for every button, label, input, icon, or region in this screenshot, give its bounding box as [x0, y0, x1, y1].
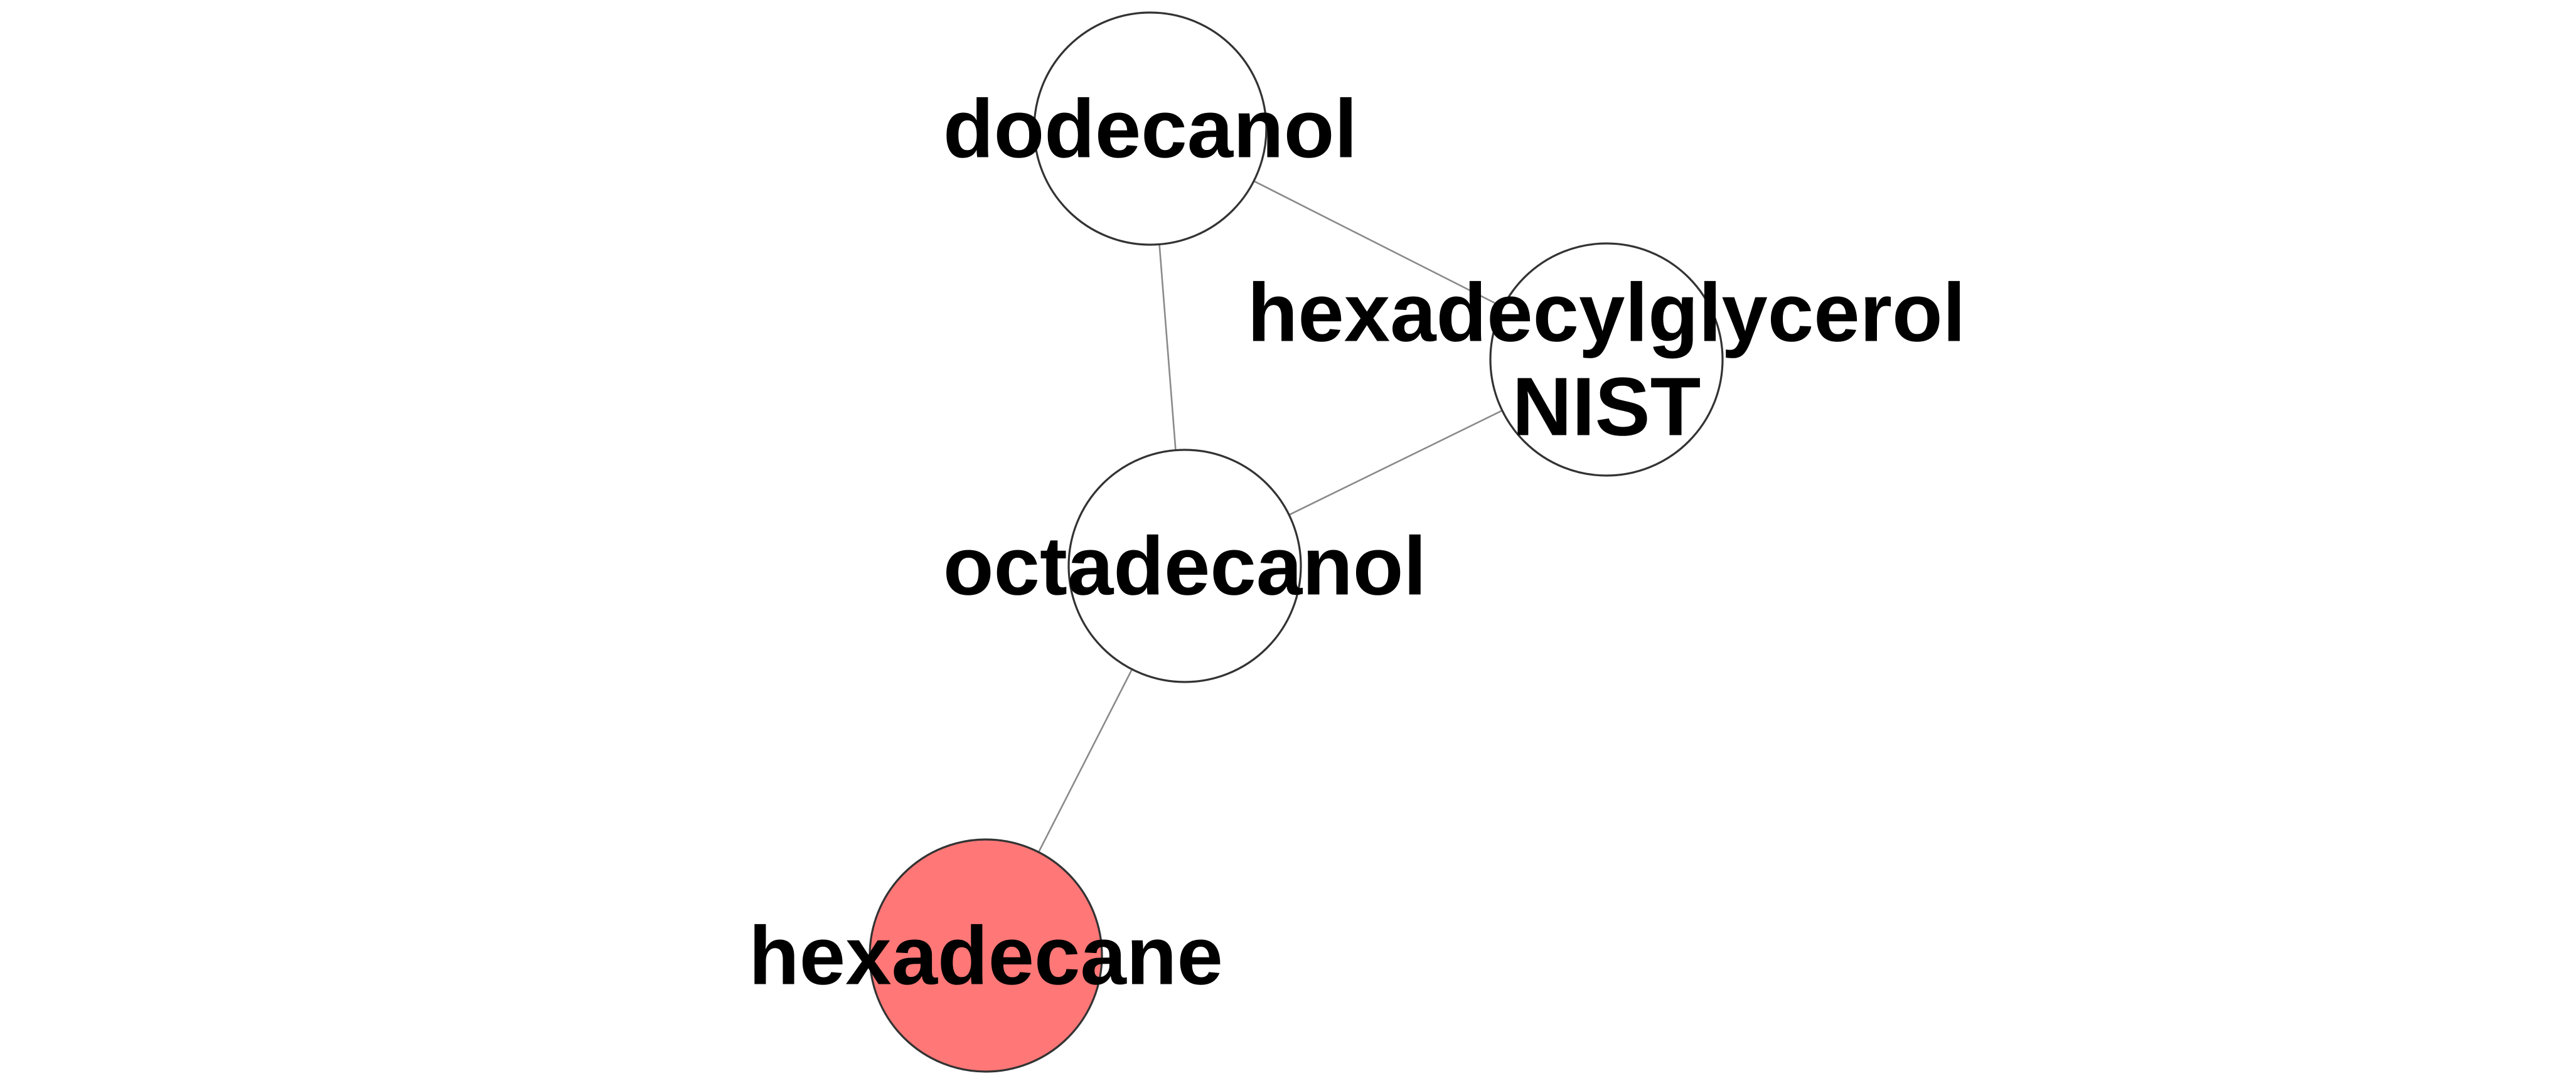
node-label: hexadecane: [749, 910, 1223, 1002]
node-circle[interactable]: [1489, 242, 1724, 477]
node-dodecanol[interactable]: dodecanol: [943, 11, 1357, 246]
node-circle[interactable]: [1067, 449, 1302, 683]
node-label: NIST: [1512, 361, 1701, 453]
node-label: octadecanol: [943, 520, 1426, 612]
node-octadecanol[interactable]: octadecanol: [943, 449, 1426, 683]
node-label: dodecanol: [943, 83, 1357, 175]
node-circle[interactable]: [868, 838, 1103, 1073]
node-label: hexadecylglycerol: [1248, 267, 1966, 359]
node-hexadecane[interactable]: hexadecane: [749, 838, 1223, 1073]
node-circle[interactable]: [1033, 11, 1268, 246]
